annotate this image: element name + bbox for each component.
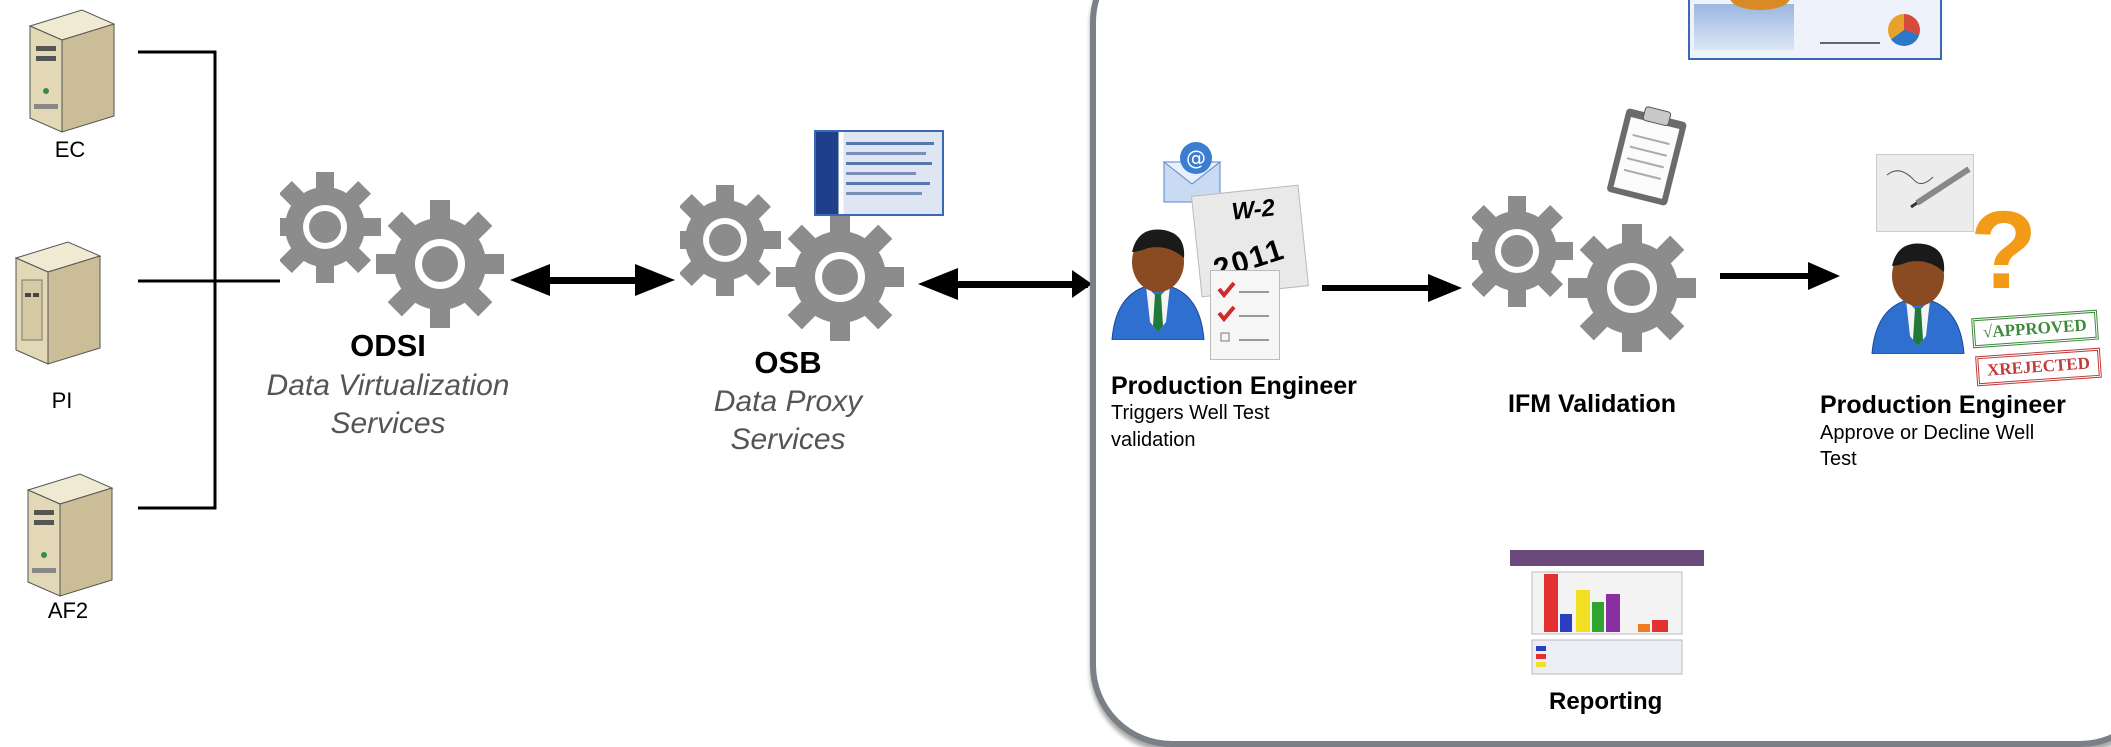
ifm-gears [1461,195,1702,361]
step1-title: Production Engineer [1111,372,1357,400]
step3-desc-1: Approve or Decline Well [1820,422,2035,444]
step3-desc-2: Test [1820,448,1857,470]
arrow-osb-panel [918,268,1092,300]
gears-icon [269,171,504,328]
email-icon: @ [1160,136,1230,206]
workflow-arrows [1322,262,1840,302]
report-chart-thumbnail [1510,550,1704,678]
gears-icon [669,184,904,341]
svg-text:@: @ [1186,146,1206,170]
server-tower-icon [28,9,116,133]
gears-icon [1461,195,1696,352]
odsi-subtitle-2: Services [330,407,446,440]
server-pi [8,238,108,373]
server-label: PI [51,388,73,413]
dashboard-thumbnail [1688,0,1942,60]
server-label: AF2 [47,598,89,623]
server-label: EC [54,137,86,162]
question-mark-icon: ? [1970,189,2038,312]
server-bracket [138,50,280,510]
step1-desc-2: validation [1111,429,1196,451]
server-ec [22,6,122,141]
osb-screenshot-thumbnail [814,130,944,216]
server-tower-icon [14,241,102,365]
odsi-gears [269,171,510,337]
engineer-avatar-icon [1108,222,1208,345]
step1-desc-1: Triggers Well Test [1111,402,1270,424]
checklist-icon [1210,270,1280,360]
odsi-title: ODSI [350,328,426,363]
engineer-avatar-icon [1868,236,1968,359]
step3-title: Production Engineer [1820,391,2066,419]
arrow-odsi-osb [510,264,675,296]
server-tower-icon [26,473,114,597]
osb-subtitle-2: Services [730,423,846,456]
step2-title: IFM Validation [1508,390,1677,418]
osb-title: OSB [754,345,822,380]
pie-chart-icon [1888,14,1920,46]
osb-gears [669,184,910,350]
signature-pen-icon [1876,154,1974,232]
osb-subtitle-1: Data Proxy [713,385,863,418]
odsi-subtitle-1: Data Virtualization [266,369,510,402]
reporting-title: Reporting [1549,688,1663,715]
server-af2 [20,470,120,605]
clipboard-icon [1600,104,1694,208]
